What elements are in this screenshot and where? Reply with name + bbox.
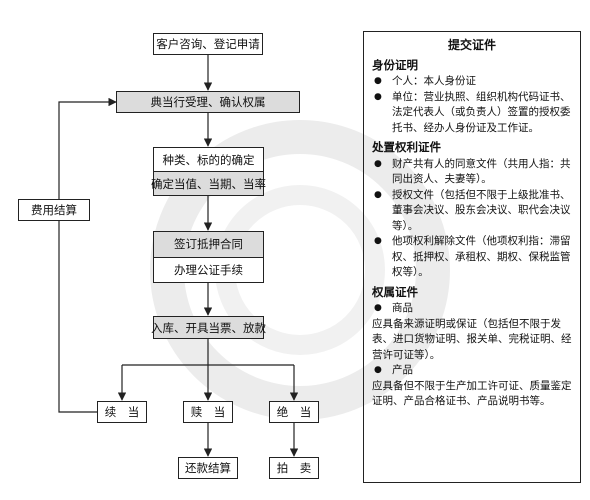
feedback-loop <box>58 97 117 413</box>
panel-title: 提交证件 <box>447 38 496 52</box>
ownership-goods-note: 应具备来源证明或保证（包括但不限于发表、进口货物证明、报关单、完税证明、经营许可… <box>372 317 572 361</box>
list-item: 授权文件（包括但不限于上级批准书、董事会决议、股东会决议、职代会决议等）。 <box>372 188 572 235</box>
step-accept: 典当行受理、确认权属 <box>116 91 300 113</box>
list-item: 他项权利解除文件（他项权利指：滞留权、抵押权、承租权、期权、保税监管权等）。 <box>372 234 572 281</box>
step-accept-label: 典当行受理、确认权属 <box>150 95 266 109</box>
fee-settlement: 费用结算 <box>18 199 90 221</box>
outcome-renew: 续 当 <box>97 401 147 423</box>
section-identity-heading: 身份证明 <box>372 57 418 72</box>
outcome-forfeit: 绝 当 <box>269 401 319 423</box>
repay-settlement-label: 还款结算 <box>185 461 231 475</box>
step-notary-label: 办理公证手续 <box>174 262 243 277</box>
step-storage: 入库、开具当票、放款 <box>151 316 266 339</box>
documents-panel: 提交证件 身份证明 个人：本人身份证 单位：营业执照、组织机构代码证书、法定代表… <box>363 31 581 483</box>
step-value-label: 确定当值、当期、当率 <box>151 176 266 191</box>
outcome-renew-label: 续 当 <box>104 405 140 419</box>
list-item: 个人：本人身份证 <box>372 74 572 90</box>
ownership-product-note: 应具备但不限于生产加工许可证、质量鉴定证明、产品合格证书、产品说明书等。 <box>372 379 572 408</box>
outcome-redeem-label: 赎 当 <box>190 405 226 419</box>
outcome-redeem: 赎 当 <box>183 401 233 423</box>
step-determine-label: 种类、标的的确定 <box>162 152 255 167</box>
list-item: 财产共有人的同意文件（共用人指：共同出资人、夫妻等）。 <box>372 157 572 188</box>
step-contract-label: 签订抵押合同 <box>174 237 243 252</box>
step-determine-group: 种类、标的的确定 确定当值、当期、当率 <box>151 147 266 196</box>
step-determine: 种类、标的的确定 <box>154 148 263 171</box>
list-item: 商品 <box>372 301 572 317</box>
section-ownership-heading: 权属证件 <box>372 284 418 299</box>
list-item: 产品 <box>372 363 572 379</box>
fee-settlement-label: 费用结算 <box>31 203 77 217</box>
step-contract-group: 签订抵押合同 办理公证手续 <box>153 231 264 283</box>
list-item: 单位：营业执照、组织机构代码证书、法定代表人（或负责人）签置的授权委托书、经办人… <box>372 90 572 137</box>
step-apply: 客户咨询、登记申请 <box>153 33 263 55</box>
section-ownership-list: 商品 <box>372 301 572 317</box>
outcome-forfeit-label: 绝 当 <box>276 405 312 419</box>
auction-label: 拍 卖 <box>276 461 312 475</box>
auction: 拍 卖 <box>269 457 319 479</box>
step-contract: 签订抵押合同 <box>154 232 263 257</box>
section-identity-list: 个人：本人身份证 单位：营业执照、组织机构代码证书、法定代表人（或负责人）签置的… <box>372 74 572 136</box>
step-storage-label: 入库、开具当票、放款 <box>151 320 266 335</box>
step-value: 确定当值、当期、当率 <box>151 171 266 195</box>
step-apply-label: 客户咨询、登记申请 <box>156 37 260 51</box>
section-disposal-heading: 处置权利证件 <box>372 140 441 154</box>
section-ownership-list-2: 产品 <box>372 363 572 379</box>
section-disposal-list: 财产共有人的同意文件（共用人指：共同出资人、夫妻等）。 授权文件（包括但不限于上… <box>372 157 572 281</box>
repay-settlement: 还款结算 <box>178 457 238 479</box>
step-notary: 办理公证手续 <box>154 256 263 282</box>
